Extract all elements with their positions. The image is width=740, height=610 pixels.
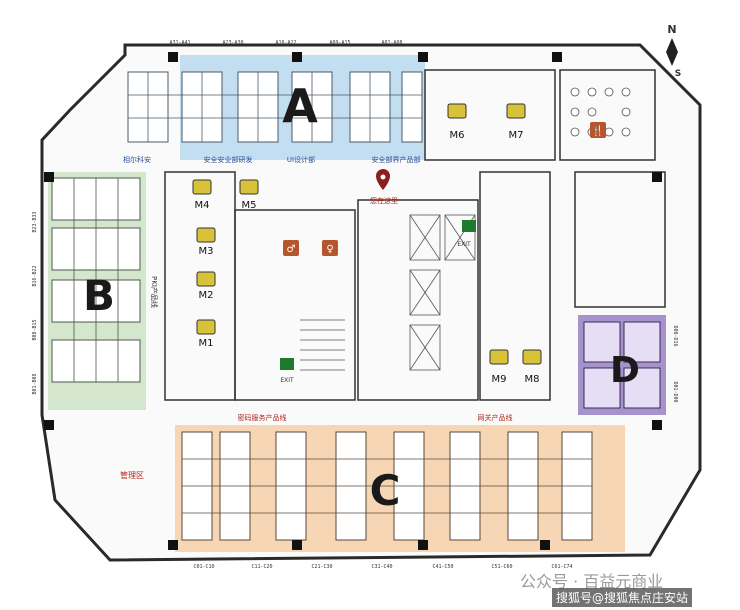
exit-label-2: EXIT (280, 377, 294, 384)
watermark-source: 搜狐号@搜狐焦点庄安站 (552, 588, 693, 607)
core-walls (164, 69, 666, 401)
staircase (300, 319, 345, 371)
structural-columns (44, 52, 662, 550)
desk-dividers-c (182, 458, 592, 514)
desk-clusters-d (583, 321, 661, 409)
zone-d-letter: D (610, 350, 640, 391)
svg-text:♂: ♂ (287, 244, 296, 255)
bottom-range-1: C01-C10 (193, 564, 214, 570)
zone-b-letter: B (83, 271, 115, 320)
side-range-b-3: B08-B15 (32, 319, 38, 340)
team-label-a2: 安全安业部研发 (204, 155, 253, 164)
exit-label-1: EXIT (457, 241, 471, 248)
zone-c-letter: C (370, 466, 401, 515)
bottom-range-2: C11-C20 (251, 564, 272, 570)
top-range-1: A31-A41 (169, 40, 190, 46)
bottom-range-4: C31-C40 (371, 564, 392, 570)
side-range-d-2: D01-D08 (672, 381, 678, 402)
desk-dividers-b (73, 178, 119, 382)
meeting-room-icons (192, 103, 542, 365)
team-label-b1: PKI产品线 (150, 276, 159, 308)
top-range-5: A01-A08 (381, 40, 402, 46)
room-m3: M3 (199, 246, 214, 257)
side-range-b-2: B16-B22 (32, 265, 38, 286)
team-label-a1: 相尔科安 (123, 155, 151, 164)
room-m4: M4 (195, 200, 210, 211)
room-m2: M2 (199, 290, 214, 301)
room-m7: M7 (509, 130, 524, 141)
compass-south: S (675, 69, 681, 79)
side-range-b-1: B23-B33 (32, 211, 38, 232)
bottom-range-7: C61-C74 (551, 564, 572, 570)
compass-north: N (667, 23, 676, 36)
team-label-c2: 网关产品线 (478, 413, 513, 422)
team-label-c1: 密码服务产品线 (238, 413, 287, 422)
room-m5: M5 (242, 200, 257, 211)
north-arrow-icon (666, 38, 678, 66)
bottom-range-6: C51-C60 (491, 564, 512, 570)
top-range-2: A23-A30 (222, 40, 243, 46)
bottom-range-5: C41-C50 (432, 564, 453, 570)
you-are-here-label: 您在这里 (370, 196, 398, 205)
team-label-a3: UI设计部 (287, 155, 315, 164)
bottom-range-3: C21-C30 (311, 564, 332, 570)
zone-a-letter: A (282, 79, 318, 133)
watermark-account: 公众号 · 百益元商业 (520, 572, 664, 591)
room-m8: M8 (525, 374, 540, 385)
room-m1: M1 (199, 338, 214, 349)
top-range-3: A16-A22 (275, 40, 296, 46)
pantry-icon: 🍴 (590, 122, 606, 138)
side-range-b-4: B01-B08 (32, 373, 38, 394)
svg-text:🍴: 🍴 (592, 124, 604, 137)
exit-icons (280, 220, 476, 370)
location-pin-icon (376, 169, 390, 190)
team-label-a4: 安全部界产品部 (372, 155, 421, 164)
room-m6: M6 (450, 130, 465, 141)
restroom-icons: ♂ ♀ (283, 240, 338, 256)
svg-text:♀: ♀ (326, 244, 333, 255)
side-range-d-1: D08-D16 (672, 325, 678, 346)
team-label-mgmt: 管理区 (120, 470, 144, 480)
room-m9: M9 (492, 374, 507, 385)
top-range-4: A09-A15 (329, 40, 350, 46)
desk-dividers-a (128, 72, 422, 142)
